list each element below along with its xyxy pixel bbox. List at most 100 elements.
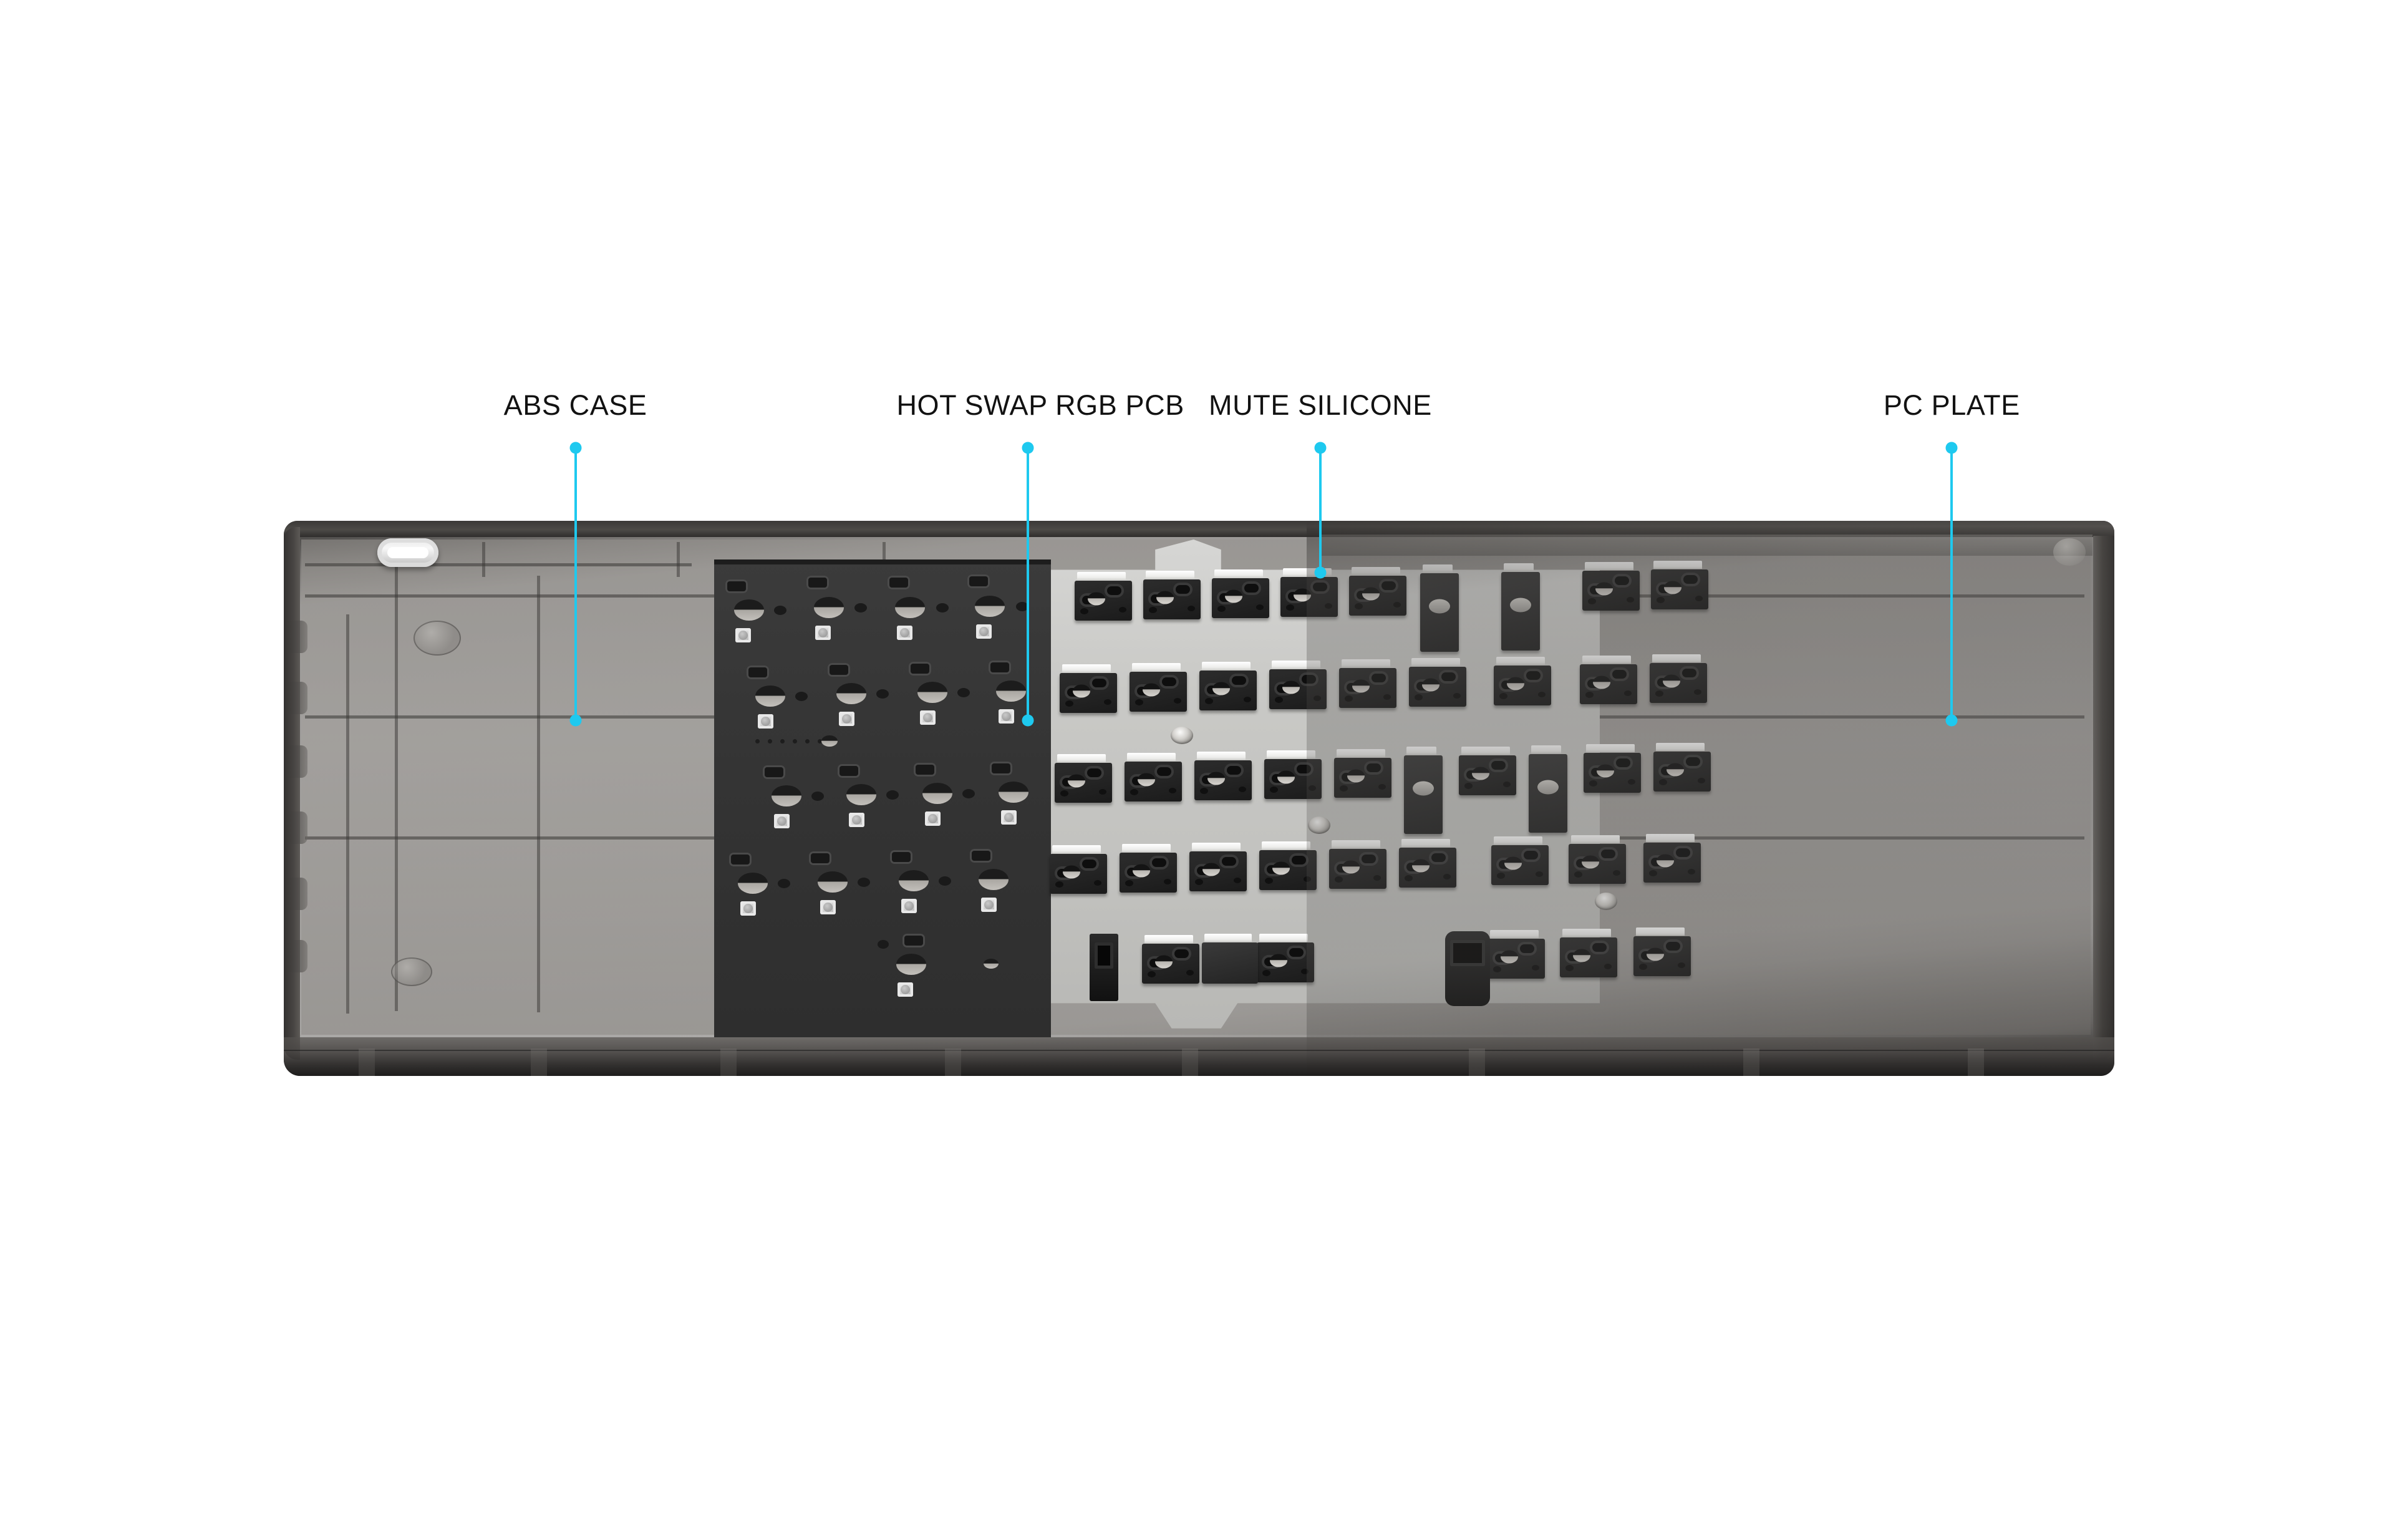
pcb-pin-hole — [778, 879, 790, 888]
plate-screw — [1308, 816, 1330, 834]
case-rib-vertical — [346, 614, 349, 1014]
pcb-pin-hole — [939, 876, 951, 886]
pcb-switch-hole — [896, 954, 926, 975]
pcb-pin-hole — [811, 792, 824, 801]
spacebar-plate-cutout — [1202, 934, 1258, 984]
pcb-hotswap-socket — [914, 763, 936, 777]
switch-socket — [1120, 844, 1177, 893]
pcb-hotswap-socket — [729, 853, 752, 866]
plate-screw — [1171, 727, 1193, 744]
switch-socket — [1264, 750, 1322, 799]
pcb-hotswap-socket — [967, 574, 990, 588]
switch-socket — [1130, 663, 1187, 712]
switch-socket — [1143, 571, 1201, 619]
pcb-pin-hole — [886, 790, 899, 800]
case-side-clip — [286, 878, 307, 910]
case-foot-tab — [945, 1048, 961, 1076]
pcb-pin-hole — [821, 735, 838, 747]
pcb-pin-hole — [962, 789, 975, 798]
pcb-pin-hole — [854, 603, 867, 613]
switch-socket — [1199, 662, 1257, 710]
pcb-rgb-led — [981, 898, 997, 912]
pcb-rgb-led — [976, 624, 992, 639]
pcb-switch-hole — [818, 871, 848, 893]
switch-socket-blank — [1529, 745, 1567, 833]
switch-socket — [1257, 934, 1314, 982]
pcb-hotswap-socket — [989, 661, 1011, 674]
case-foot-tab — [1743, 1048, 1759, 1076]
case-side-clip — [286, 811, 307, 844]
stabilizer-housing — [1090, 934, 1118, 1001]
callout-leader-mute-silicone — [1314, 442, 1327, 579]
pcb-switch-hole — [738, 873, 768, 894]
switch-socket — [1584, 744, 1641, 793]
leader-dot-bottom — [569, 714, 582, 727]
switch-socket — [1459, 747, 1516, 795]
pcb-test-point-row — [755, 739, 822, 743]
case-side-clip — [286, 940, 307, 972]
pcb-switch-hole — [772, 785, 801, 806]
pcb-hotswap-socket — [838, 764, 860, 778]
usb-c-port-cutout — [377, 538, 438, 567]
switch-socket — [1269, 661, 1327, 709]
switch-socket — [1280, 568, 1338, 617]
pcb-pin-hole — [984, 959, 999, 969]
pcb-rgb-led — [758, 714, 773, 729]
case-rib-vertical — [677, 542, 680, 577]
leader-dot-top — [1314, 442, 1327, 454]
pcb-rgb-led — [820, 900, 836, 914]
pcb-hotswap-socket — [902, 934, 925, 947]
pcb-switch-hole — [846, 784, 876, 805]
leader-dot-bottom — [1314, 566, 1327, 579]
switch-socket — [1259, 841, 1317, 890]
pcb-rgb-led — [740, 901, 756, 916]
pcb-rgb-led — [1001, 810, 1017, 825]
switch-socket — [1329, 840, 1386, 889]
pcb-pin-hole — [957, 688, 970, 697]
case-side-clip — [286, 621, 307, 653]
pcb-hotswap-socket — [806, 576, 829, 589]
stabilizer-post — [1445, 931, 1490, 1006]
pcb-hotswap-socket — [909, 662, 931, 676]
switch-socket — [1569, 835, 1626, 884]
case-rib-vertical — [395, 548, 398, 1011]
case-bottom-rim — [284, 1037, 2114, 1076]
pcb-hotswap-socket — [890, 850, 912, 864]
leader-dot-top — [1022, 442, 1034, 454]
pcb-switch-hole — [814, 597, 844, 618]
switch-socket — [1334, 749, 1391, 798]
pcb-rgb-led — [815, 626, 831, 640]
callout-leader-abs-case — [569, 442, 582, 727]
plate-screw — [1595, 893, 1617, 910]
pcb-switch-hole — [999, 782, 1028, 803]
switch-socket — [1189, 843, 1247, 891]
pc-plate-inner-rail — [1319, 535, 2093, 556]
pcb-switch-hole — [895, 597, 925, 618]
case-rib-vertical — [883, 542, 886, 571]
pcb-switch-hole — [917, 682, 947, 703]
case-foot-tab — [1968, 1048, 1984, 1076]
pcb-pin-hole — [936, 603, 949, 613]
pcb-switch-hole — [836, 683, 866, 704]
callout-leader-hot-swap-rgb-pcb — [1022, 442, 1034, 727]
switch-socket — [1055, 754, 1112, 803]
pcb-rgb-led — [774, 814, 790, 828]
pcb-rgb-led — [925, 811, 941, 826]
pcb-pin-hole — [876, 689, 889, 699]
callout-label-pc-plate: PC PLATE — [1883, 389, 2020, 422]
pcb-switch-hole — [734, 599, 764, 621]
case-rib-horizontal — [305, 563, 692, 566]
switch-socket — [1399, 839, 1456, 888]
pcb-hotswap-socket — [763, 765, 785, 779]
pcb-pin-hole — [1016, 602, 1028, 611]
pcb-switch-hole — [922, 783, 952, 804]
pcb-hotswap-socket — [970, 849, 992, 863]
switch-socket — [1653, 743, 1711, 792]
pcb-pin-hole — [774, 606, 786, 615]
pcb-switch-hole — [979, 869, 1009, 890]
pcb-switch-hole — [899, 870, 929, 891]
switch-socket — [1488, 930, 1545, 979]
switch-socket — [1651, 561, 1708, 609]
hot-swap-rgb-pcb-layer — [714, 559, 1051, 1037]
